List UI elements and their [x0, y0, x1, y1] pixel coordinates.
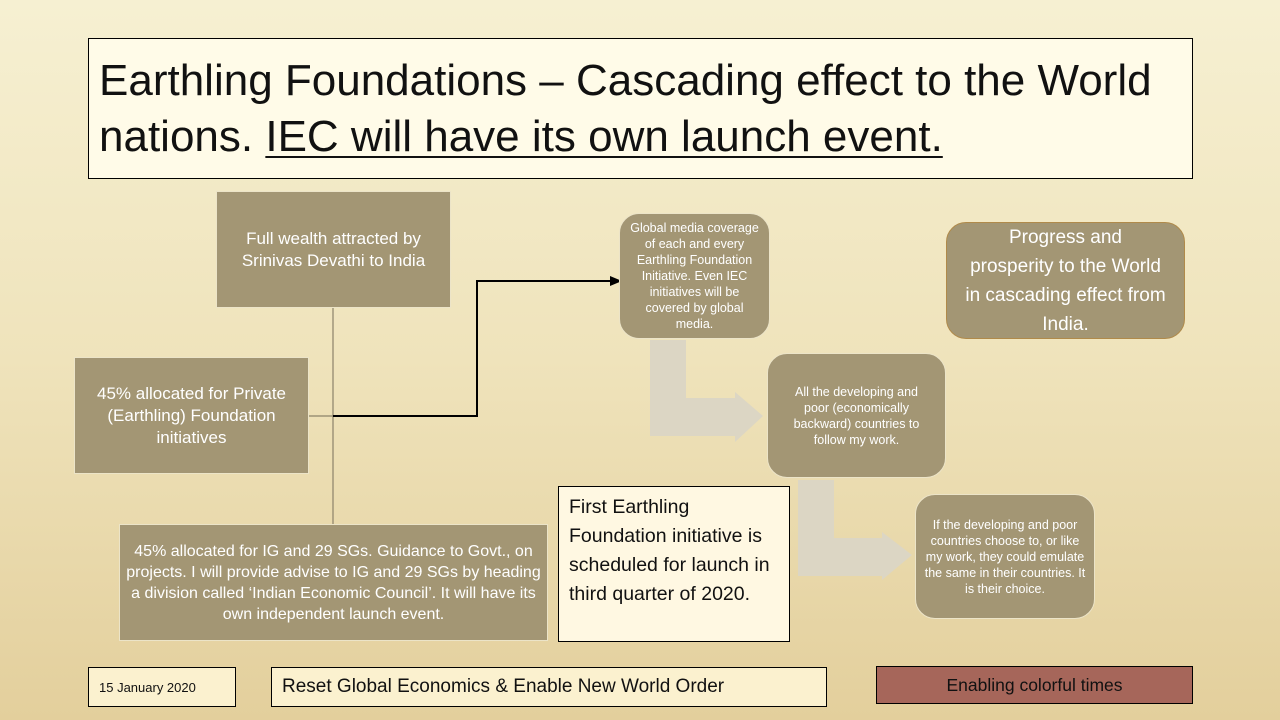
first-initiative-box: First Earthling Foundation initiative is… [558, 486, 790, 642]
slide-title: Earthling Foundations – Cascading effect… [88, 38, 1193, 179]
bent-arrow-1 [650, 340, 763, 442]
wealth-box: Full wealth attracted by Srinivas Devath… [216, 191, 451, 308]
tagline-box: Reset Global Economics & Enable New Worl… [271, 667, 827, 707]
govt-allocation-text: 45% allocated for IG and 29 SGs. Guidanc… [126, 542, 541, 623]
colorful-times-box: Enabling colorful times [876, 666, 1193, 704]
media-coverage-text: Global media coverage of each and every … [630, 221, 759, 331]
wealth-text: Full wealth attracted by Srinivas Devath… [241, 228, 426, 270]
country-choice-text: If the developing and poor countries cho… [924, 517, 1086, 596]
tagline-text: Reset Global Economics & Enable New Worl… [282, 676, 725, 697]
title-underlined-text: IEC will have its own launch event. [265, 112, 943, 161]
title-text: Earthling Foundations – Cascading effect… [99, 56, 1152, 161]
developing-countries-box: All the developing and poor (economicall… [767, 353, 946, 478]
date-box: 15 January 2020 [88, 667, 236, 707]
colorful-times-text: Enabling colorful times [946, 674, 1123, 695]
govt-allocation-box: 45% allocated for IG and 29 SGs. Guidanc… [119, 524, 548, 641]
private-allocation-box: 45% allocated for Private (Earthling) Fo… [74, 357, 309, 474]
date-text: 15 January 2020 [99, 679, 196, 695]
private-allocation-text: 45% allocated for Private (Earthling) Fo… [97, 383, 286, 447]
developing-countries-text: All the developing and poor (economicall… [793, 384, 920, 447]
connector-arrowhead [610, 276, 622, 286]
first-initiative-text: First Earthling Foundation initiative is… [569, 496, 770, 605]
elbow-connector [333, 280, 612, 417]
progress-text: Progress and prosperity to the World in … [965, 226, 1166, 335]
bent-arrow-2 [798, 480, 912, 580]
media-coverage-box: Global media coverage of each and every … [619, 213, 770, 339]
country-choice-box: If the developing and poor countries cho… [915, 494, 1095, 619]
progress-box: Progress and prosperity to the World in … [946, 222, 1185, 339]
